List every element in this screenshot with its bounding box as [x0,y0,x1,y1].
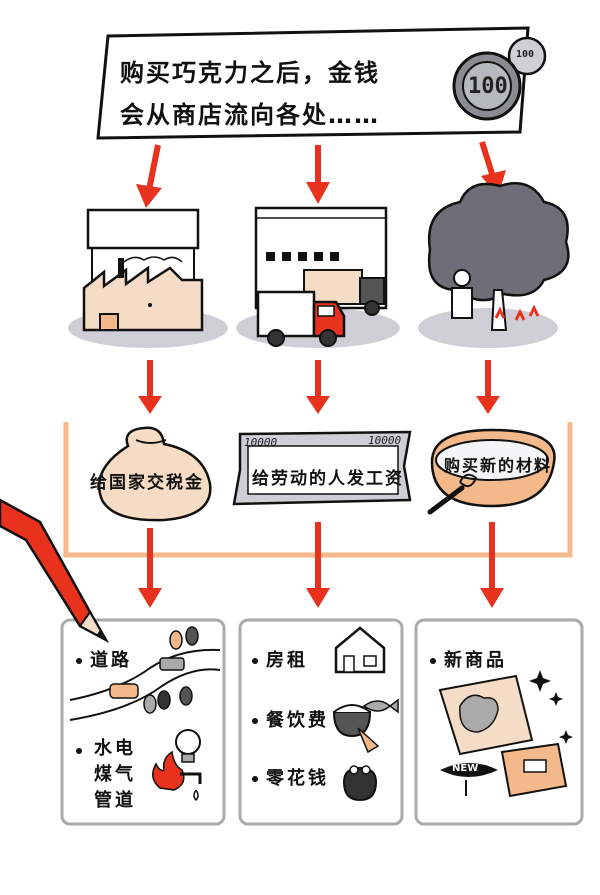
item-label: 新商品 [444,650,507,671]
new-badge-text: NEW [452,763,479,774]
list-item-road: 道路 [76,646,132,672]
list-item-pocket-money: 零花钱 [252,764,329,790]
utility-line: 管道 [94,790,136,811]
rice-bowl-icon [332,704,372,738]
bullet-icon [76,748,82,754]
bullet-icon [76,658,82,664]
coin-small-value: 100 [516,49,535,60]
new-badge-icon [440,763,498,796]
arrow-mid-right [476,360,500,414]
banner-line-1: 购买巧克力之后，金钱 [120,59,380,87]
pencil-icon [0,498,110,644]
house-icon [334,626,386,674]
coin-big-value: 100 [468,74,508,99]
sparkle-icon [529,670,573,744]
road-icon [69,648,221,721]
bowl-label: 购买新的材料 [444,456,553,475]
list-item-food: 餐饮费 [252,706,329,732]
arrow-low-right [480,522,504,608]
note-label: 给劳动的人发工资 [252,469,404,489]
carrot-icon [357,727,380,754]
arrow-low-middle [306,522,330,608]
bullet-icon [430,658,436,664]
coin-purse-icon [342,765,378,802]
chocolate-box-icon [438,674,568,798]
tree-small-icon [143,626,199,714]
mixing-bowl-icon [427,428,556,515]
factory-icon [68,208,228,348]
utilities-lines: 水电 煤气 管道 [94,736,136,814]
arrow-mid-left [138,360,162,414]
tree-icon [418,182,570,348]
item-label: 零花钱 [266,768,329,789]
note-value-right: 10000 [368,434,402,447]
fish-icon [362,698,399,714]
list-item-new-goods: 新商品 [430,646,507,672]
car-icon [109,657,185,699]
bullet-icon [252,658,258,664]
banner-text: 购买巧克力之后，金钱 会从商店流向各处…… [120,52,450,136]
arrow-low-left [138,528,162,608]
arrow-top-middle [306,145,330,204]
bullet-icon [252,718,258,724]
bag-label: 给国家交税金 [90,473,204,493]
item-label: 房租 [266,650,308,671]
utility-line: 水电 [94,738,136,759]
arrow-top-left [136,144,162,208]
utility-line: 煤气 [94,764,136,785]
banknote-icon [232,430,412,506]
banner-line-2: 会从商店流向各处…… [120,101,380,129]
list-item-utilities [76,740,90,761]
banner [96,26,530,140]
faucet-icon [180,772,202,802]
lightbulb-icon [175,729,201,763]
bullet-icon [252,776,258,782]
list-item-rent: 房租 [252,646,308,672]
arrow-mid-middle [306,360,330,414]
note-value-left: 10000 [244,436,278,449]
item-label: 餐饮费 [266,710,329,731]
item-label: 道路 [90,650,132,671]
money-bag-icon [97,426,212,522]
coin-icon [452,36,547,121]
truck-icon [236,206,400,348]
